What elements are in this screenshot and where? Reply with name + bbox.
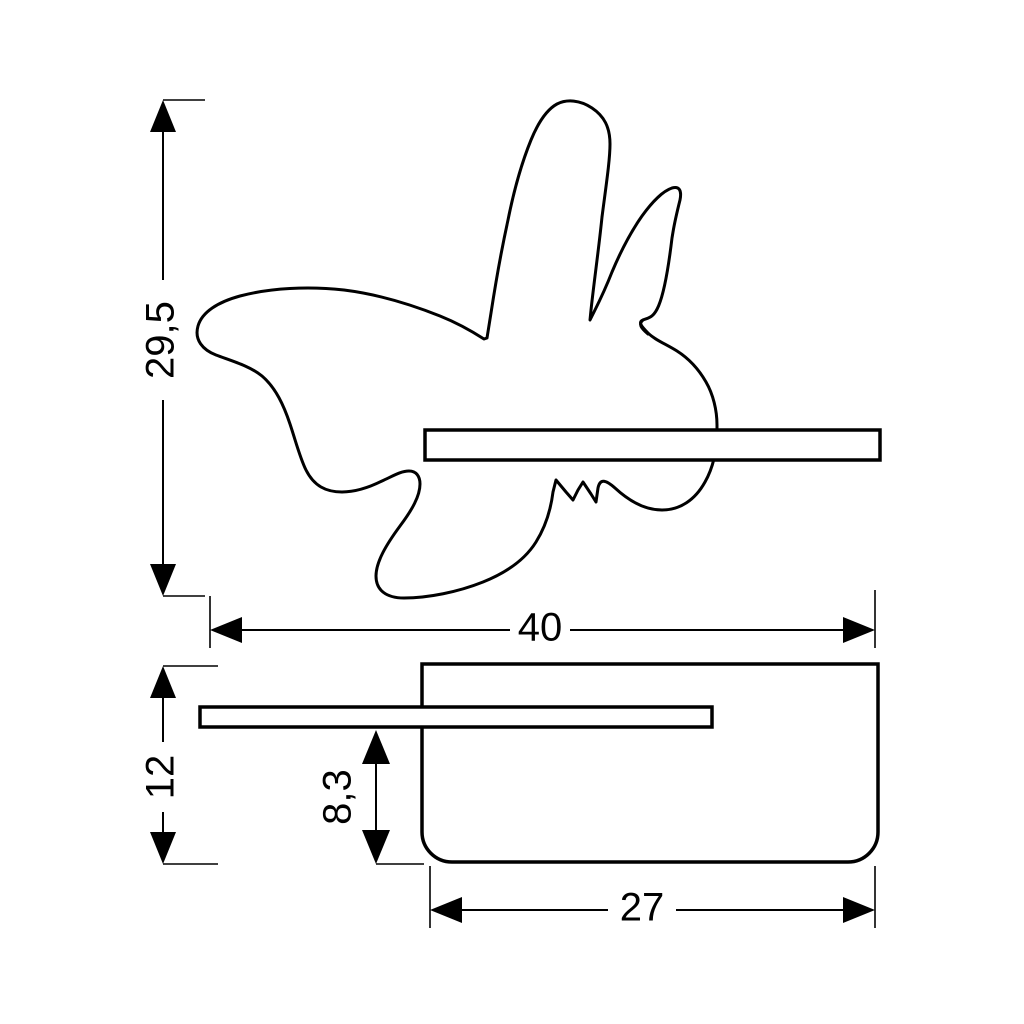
arrow-left-icon: [210, 617, 242, 643]
dimension-label-12: 12: [139, 755, 183, 800]
front-view: [195, 99, 882, 600]
arrow-down-icon: [150, 564, 176, 596]
butterfly-wing-detail-right: [639, 318, 650, 336]
side-view: [198, 662, 880, 864]
dimension-depth-overall: 27: [429, 866, 876, 930]
arrow-down-icon: [150, 832, 176, 864]
arrow-up-icon: [150, 666, 176, 698]
dimension-label-27: 27: [620, 886, 665, 930]
side-view-body: [420, 662, 880, 864]
dimension-height-side: 12: [139, 665, 218, 865]
butterfly-outline: [195, 99, 719, 600]
dimension-height-overall: 29,5: [139, 99, 205, 597]
arrow-right-icon: [843, 617, 875, 643]
side-view-shelf: [198, 705, 714, 729]
dimension-label-8-3: 8,3: [316, 769, 360, 825]
front-view-shelf: [423, 428, 882, 462]
arrow-up-icon: [362, 730, 390, 764]
arrow-down-icon: [362, 830, 390, 864]
arrow-right-icon: [843, 897, 875, 923]
arrow-left-icon: [430, 897, 462, 923]
dimension-width-overall: 40: [209, 590, 876, 650]
arrow-up-icon: [150, 100, 176, 132]
dimension-label-29-5: 29,5: [139, 301, 183, 379]
dimension-shelf-clearance: 8,3: [316, 730, 424, 865]
dimension-label-40: 40: [518, 606, 563, 650]
